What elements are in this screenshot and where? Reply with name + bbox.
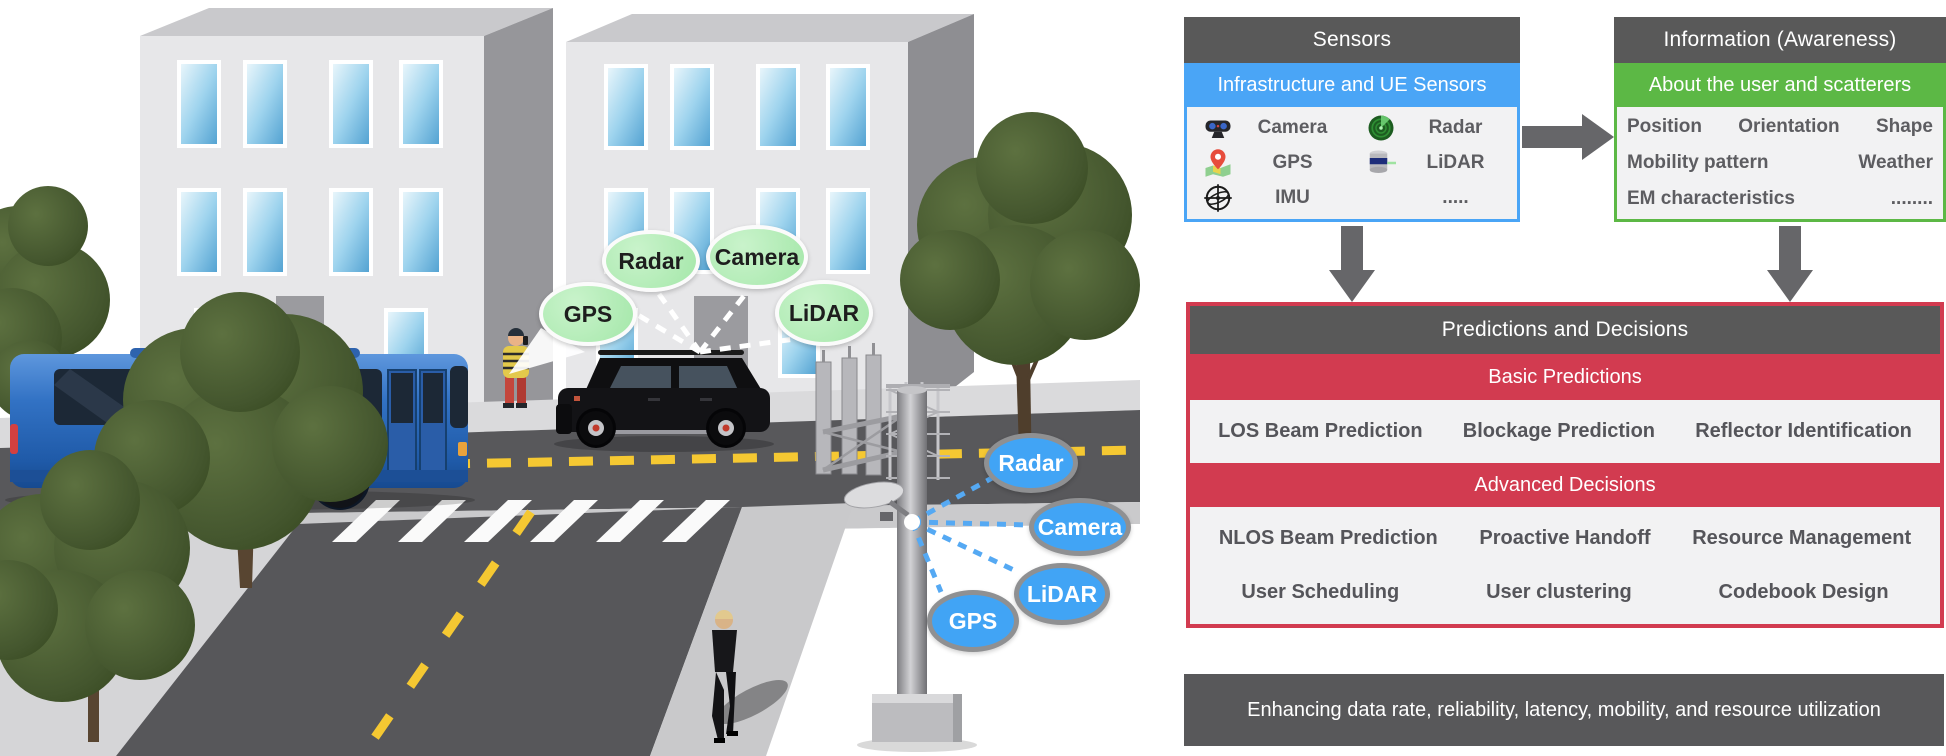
sensor-item-label: IMU: [1275, 186, 1310, 208]
ue-camera-tag: Camera: [706, 225, 808, 289]
ue-lidar-tag: LiDAR: [775, 280, 873, 346]
bs-camera-tag: Camera: [1029, 498, 1131, 556]
link-origin-dot: [904, 514, 920, 530]
sensor-item-lidar: LiDAR: [1352, 146, 1515, 181]
sensor-item-label: .....: [1442, 186, 1469, 208]
info-item: Weather: [1858, 152, 1933, 173]
ue-radar-tag: Radar: [602, 230, 700, 292]
prediction-item: LOS Beam Prediction: [1218, 420, 1423, 442]
info-item: EM characteristics: [1627, 188, 1795, 209]
tree-mid: [94, 292, 388, 588]
prediction-item: Reflector Identification: [1695, 420, 1912, 442]
ellipsis-placeholder: [1366, 183, 1396, 213]
imu-icon: [1203, 183, 1233, 213]
sensors-box: Sensors Infrastructure and UE Sensors Ca…: [1184, 17, 1520, 222]
arrow-sensors-to-info: [1522, 126, 1582, 148]
sensor-item-label: GPS: [1272, 151, 1313, 173]
radar-icon: [1366, 113, 1396, 143]
information-box: Information (Awareness) About the user a…: [1614, 17, 1946, 222]
car: [554, 350, 774, 452]
ue-gps-tag: GPS: [539, 282, 637, 346]
sensors-box-title: Sensors: [1184, 17, 1520, 63]
decision-item: Resource Management: [1692, 526, 1912, 549]
prediction-item: Blockage Prediction: [1462, 420, 1656, 442]
advanced-decisions-band: Advanced Decisions: [1190, 463, 1940, 507]
info-item: Mobility pattern: [1627, 152, 1769, 173]
sensor-item-camera: Camera: [1189, 111, 1352, 146]
sensors-box-subtitle: Infrastructure and UE Sensors: [1184, 63, 1520, 107]
camera-icon: [1203, 113, 1233, 143]
arrow-sensors-to-info-head: [1582, 114, 1614, 160]
tree-right: [900, 112, 1140, 480]
crosswalk: [332, 500, 730, 542]
predictions-box: Predictions and Decisions Basic Predicti…: [1186, 302, 1944, 628]
sensor-item-gps: GPS: [1189, 146, 1352, 181]
sensors-box-body: Camera Radar GPS LiDAR: [1184, 107, 1520, 222]
information-row: Position Orientation Shape: [1627, 116, 1933, 138]
bs-lidar-tag: LiDAR: [1014, 563, 1110, 625]
basic-predictions-row: LOS Beam Prediction Blockage Prediction …: [1190, 400, 1940, 463]
information-box-body: Position Orientation Shape Mobility patt…: [1614, 107, 1946, 222]
sensor-item-label: Camera: [1257, 117, 1328, 139]
arrow-sensors-down-head: [1329, 270, 1375, 302]
pedestrian-suit: [712, 610, 788, 743]
information-row: Mobility pattern Weather: [1627, 152, 1933, 174]
advanced-decisions-row: User Scheduling User clustering Codebook…: [1190, 581, 1940, 604]
bs-sensor-links: [909, 475, 1031, 593]
arrow-sensors-down: [1341, 226, 1363, 270]
predictions-box-title: Predictions and Decisions: [1190, 306, 1940, 354]
lidar-icon: [1366, 148, 1396, 178]
arrow-info-down: [1779, 226, 1801, 270]
decision-item: NLOS Beam Prediction: [1218, 526, 1438, 549]
sensor-item-radar: Radar: [1352, 111, 1515, 146]
decision-item: Proactive Handoff: [1479, 526, 1651, 549]
advanced-decisions-rows: NLOS Beam Prediction Proactive Handoff R…: [1190, 507, 1940, 624]
info-item: Position: [1627, 116, 1702, 137]
gps-beam: [509, 328, 585, 374]
bs-gps-tag: GPS: [927, 590, 1019, 652]
sensor-item-label: Radar: [1428, 117, 1483, 139]
information-box-title: Information (Awareness): [1614, 17, 1946, 63]
decision-item: User Scheduling: [1241, 581, 1400, 604]
information-row: EM characteristics ........: [1627, 188, 1933, 210]
street-scene-illustration: [0, 8, 1141, 756]
decision-item: User clustering: [1486, 581, 1632, 604]
decision-item: Codebook Design: [1718, 581, 1889, 604]
basic-predictions-band: Basic Predictions: [1190, 354, 1940, 400]
bs-radar-tag: Radar: [984, 433, 1078, 493]
base-station: [815, 343, 977, 752]
advanced-decisions-row: NLOS Beam Prediction Proactive Handoff R…: [1190, 527, 1940, 550]
arrow-info-down-head: [1767, 270, 1813, 302]
sensor-item-more: .....: [1352, 180, 1515, 215]
info-item: ........: [1890, 188, 1933, 209]
gps-icon: [1203, 148, 1233, 178]
info-item: Orientation: [1738, 116, 1840, 137]
sensor-item-label: LiDAR: [1426, 151, 1485, 173]
info-item: Shape: [1875, 116, 1933, 137]
bottom-banner: Enhancing data rate, reliability, latenc…: [1184, 674, 1944, 746]
sensor-item-imu: IMU: [1189, 180, 1352, 215]
tree-bottom-left: [0, 450, 195, 742]
information-box-subtitle: About the user and scatterers: [1614, 63, 1946, 107]
